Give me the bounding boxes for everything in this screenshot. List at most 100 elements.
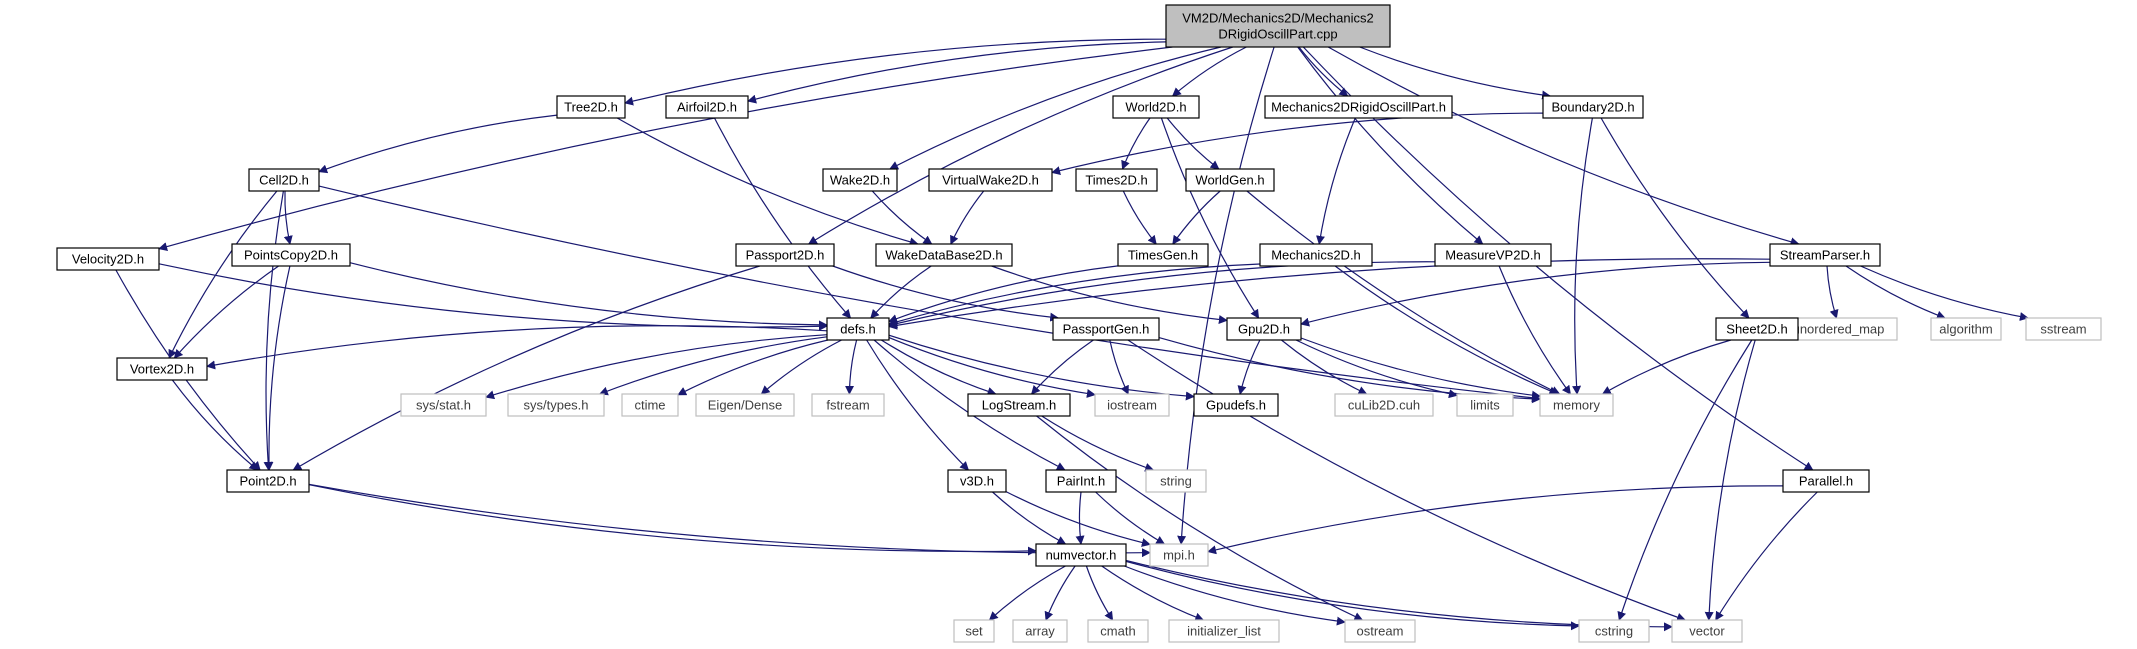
edge-line [349,262,828,330]
node-box [1035,543,1127,567]
node-point2d[interactable]: Point2D.h [226,469,310,493]
node-label: mpi.h [1163,548,1195,563]
node-boundary2d[interactable]: Boundary2D.h [1542,95,1644,119]
node-times2d[interactable]: Times2D.h [1075,168,1158,192]
node-mech2drop[interactable]: Mechanics2DRigidOscillPart.h [1264,95,1453,119]
node-vortex2d[interactable]: Vortex2D.h [116,357,208,381]
node-box [1145,469,1207,493]
node-defs[interactable]: defs.h [826,317,890,341]
node-passportgen[interactable]: PassportGen.h [1052,317,1160,341]
node-cell2d[interactable]: Cell2D.h [248,168,320,192]
edge-defs-to-vortex2d [206,325,828,370]
node-label: cmath [1100,624,1135,639]
edge-parallel-to-vector [1715,491,1818,621]
node-virtualwake2d[interactable]: VirtualWake2D.h [928,168,1053,192]
edge-line [1715,491,1818,621]
node-culib2d: cuLib2D.cuh [1334,393,1434,417]
node-measurevp2d[interactable]: MeasureVP2D.h [1434,243,1552,267]
edge-line [747,41,1167,104]
node-velocity2d[interactable]: Velocity2D.h [56,247,160,271]
node-mpi: mpi.h [1149,543,1209,567]
node-box [665,95,749,119]
edge-vortex2d-to-point2d [171,379,259,471]
node-box [1715,317,1799,341]
node-numvector[interactable]: numvector.h [1035,543,1127,567]
edge-line [888,337,1096,398]
node-streamparser[interactable]: StreamParser.h [1769,243,1881,267]
node-root[interactable]: VM2D/Mechanics2D/Mechanics2DRigidOscillP… [1165,4,1391,48]
node-label: Airfoil2D.h [677,100,737,115]
edge-line [263,190,284,471]
node-pairint[interactable]: PairInt.h [1045,469,1117,493]
edge-pointscopy2d-to-defs [349,262,828,330]
node-label: sys/stat.h [416,398,471,413]
node-logstream[interactable]: LogStream.h [967,393,1071,417]
edge-streamparser-to-unordered_map [1826,265,1839,319]
node-label: v3D.h [960,474,994,489]
node-timesgen[interactable]: TimesGen.h [1117,243,1209,267]
edge-line [1160,117,1260,319]
edge-tree2d-to-wakedatabase2d [616,117,919,247]
node-box [1334,393,1434,417]
edge-line [888,258,1771,330]
node-wake2d[interactable]: Wake2D.h [822,168,898,192]
node-label: ostream [1357,624,1404,639]
edge-defs-to-gpudefs [888,334,1195,401]
edge-world2d-to-worldgen [1166,117,1220,170]
node-label: array [1025,624,1055,639]
edge-line [1109,339,1129,395]
node-memory: memory [1539,393,1614,417]
node-label: Eigen/Dense [708,398,782,413]
node-label: WorldGen.h [1195,173,1264,188]
edge-line [624,38,1167,106]
node-box [1193,393,1279,417]
edge-gpu2d-to-culib2d [1281,339,1368,395]
edge-passport2d-to-point2d [292,265,760,471]
node-parallel[interactable]: Parallel.h [1782,469,1870,493]
edge-line [1298,46,1349,97]
edge-logstream-to-string [1041,415,1155,472]
edge-airfoil2d-to-defs [713,117,852,319]
edge-defs-to-pairint [873,339,1066,471]
node-cmath: cmath [1087,619,1149,643]
node-tree2d[interactable]: Tree2D.h [556,95,626,119]
node-pointscopy2d[interactable]: PointsCopy2D.h [231,243,351,267]
node-gpudefs[interactable]: Gpudefs.h [1193,393,1279,417]
node-box [822,168,898,192]
node-sysstat: sys/stat.h [400,393,487,417]
node-label: Gpudefs.h [1206,398,1266,413]
edge-point2d-to-mpi [308,483,1151,558]
node-passport2d[interactable]: Passport2D.h [735,243,835,267]
node-box [1185,168,1275,192]
node-gpu2d[interactable]: Gpu2D.h [1226,317,1302,341]
node-airfoil2d[interactable]: Airfoil2D.h [665,95,749,119]
node-box [967,393,1071,417]
edge-line [888,334,1195,401]
edge-line [1207,485,1784,555]
node-label: Times2D.h [1085,173,1147,188]
edge-line [1600,117,1750,319]
edge-velocity2d-to-defs [158,263,828,331]
edge-defs-to-v3d [866,339,970,471]
node-v3d[interactable]: v3D.h [947,469,1007,493]
node-fstream: fstream [811,393,885,417]
edge-line [1041,415,1155,472]
node-world2d[interactable]: World2D.h [1112,95,1200,119]
node-sheet2d[interactable]: Sheet2D.h [1715,317,1799,341]
edge-line [283,190,293,245]
edge-measurevp2d-to-memory [1498,265,1571,395]
node-wakedatabase2d[interactable]: WakeDataBase2D.h [875,243,1013,267]
node-box [116,357,208,381]
node-label: iostream [1107,398,1157,413]
node-iostream: iostream [1094,393,1170,417]
node-worldgen[interactable]: WorldGen.h [1185,168,1275,192]
node-label: unordered_map [1793,322,1885,337]
node-box [953,619,995,643]
node-mechanics2d[interactable]: Mechanics2D.h [1259,243,1373,267]
edge-line [1171,46,1247,97]
node-box [1012,619,1068,643]
edge-line [1127,339,1686,622]
edge-line [1075,491,1085,545]
edge-line [1237,339,1261,395]
